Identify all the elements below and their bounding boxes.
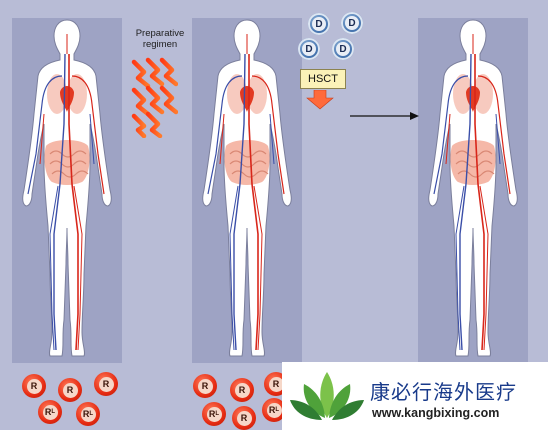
watermark-banner: 康必行海外医疗 www.kangbixing.com [282,362,548,430]
recipient-cell: R [230,378,254,402]
lotus-logo-icon [290,372,364,420]
watermark-url: www.kangbixing.com [372,406,500,420]
recipient-cell: R [58,378,82,402]
hsct-label: HSCT [300,69,346,89]
donor-cell-label: D [302,42,316,56]
body-silhouette [202,19,292,357]
donor-cell-2: D [341,12,363,34]
human-figure-2 [202,19,292,357]
human-figure-3 [428,19,518,357]
body-silhouette [428,19,518,357]
body-silhouette [22,19,112,357]
recipient-cell: R [22,374,46,398]
donor-cell-label: D [336,42,350,56]
right-arrow-icon [350,112,419,120]
donor-cell-1: D [308,13,330,35]
radiation-waves-icon [131,57,178,138]
recipient-cell: R [193,374,217,398]
down-arrow-icon [306,90,334,110]
recipient-cell: R [232,406,256,430]
donor-cell-4: D [332,38,354,60]
preparative-regimen-label: Preparative regimen [135,28,185,50]
donor-cell-label: D [312,17,326,31]
recipient-cell: R [94,372,118,396]
human-figure-1 [22,19,112,357]
donor-cell-3: D [298,38,320,60]
watermark-chinese-text: 康必行海外医疗 [370,380,517,404]
donor-cell-label: D [345,16,359,30]
